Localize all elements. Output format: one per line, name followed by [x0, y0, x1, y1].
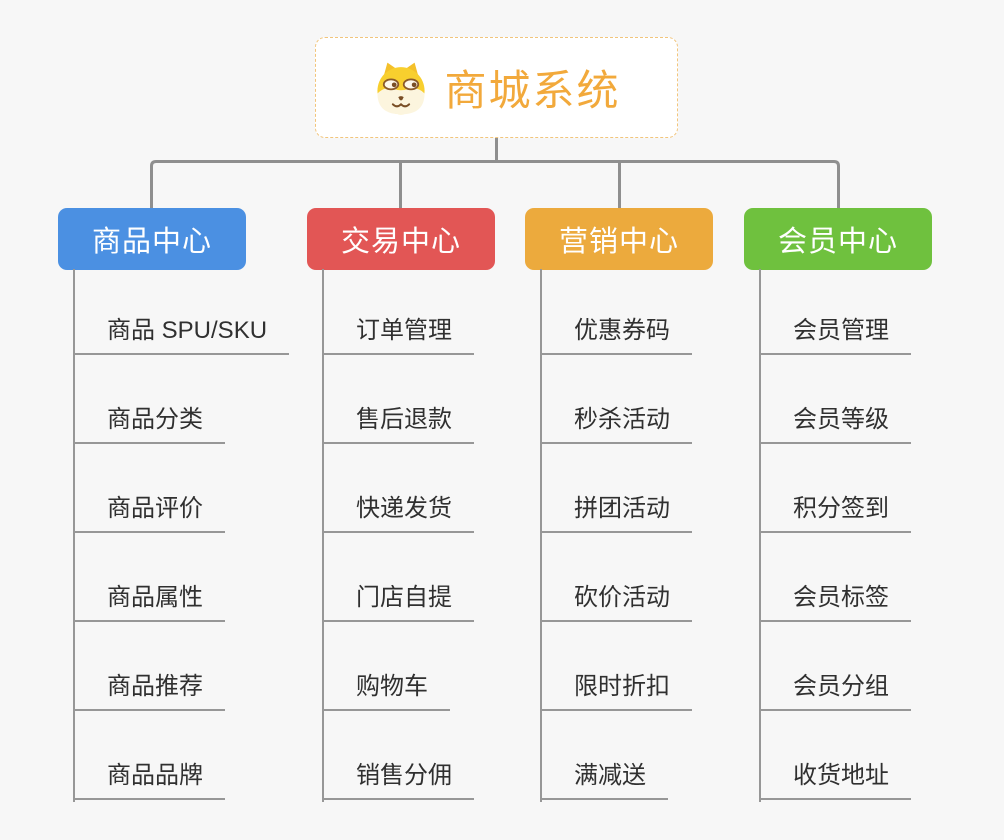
node-item[interactable]: 售后退款: [322, 398, 474, 444]
branch-header-marketing-center[interactable]: 营销中心: [525, 208, 713, 270]
node-item[interactable]: 门店自提: [322, 576, 474, 622]
node-item[interactable]: 积分签到: [759, 487, 911, 533]
branch-header-member-center[interactable]: 会员中心: [744, 208, 932, 270]
node-item[interactable]: 商品分类: [73, 398, 225, 444]
node-item[interactable]: 商品品牌: [73, 754, 225, 800]
branch-trunk-line: [322, 269, 324, 802]
node-item[interactable]: 快递发货: [322, 487, 474, 533]
node-item[interactable]: 销售分佣: [322, 754, 474, 800]
root-label: 商城系统: [444, 67, 621, 114]
branch-trunk-line: [759, 269, 761, 802]
node-item[interactable]: 会员等级: [759, 398, 911, 444]
node-item[interactable]: 商品属性: [73, 576, 225, 622]
node-item[interactable]: 商品评价: [73, 487, 225, 533]
node-item[interactable]: 优惠券码: [540, 309, 692, 355]
branch-header-trade-center[interactable]: 交易中心: [307, 208, 495, 270]
node-item[interactable]: 会员标签: [759, 576, 911, 622]
branch-trunk-line: [73, 269, 75, 802]
node-item[interactable]: 购物车: [322, 665, 450, 711]
branch-header-product-center[interactable]: 商品中心: [58, 208, 246, 270]
node-item[interactable]: 砍价活动: [540, 576, 692, 622]
root-node[interactable]: 商城系统: [315, 37, 678, 138]
node-item[interactable]: 满减送: [540, 754, 668, 800]
doge-icon: [377, 62, 426, 114]
node-item[interactable]: 订单管理: [322, 309, 474, 355]
node-item[interactable]: 商品推荐: [73, 665, 225, 711]
node-item[interactable]: 会员分组: [759, 665, 911, 711]
node-item[interactable]: 限时折扣: [540, 665, 692, 711]
branch-trunk-line: [540, 269, 542, 802]
node-item[interactable]: 商品 SPU/SKU: [73, 309, 290, 355]
node-item[interactable]: 秒杀活动: [540, 398, 692, 444]
node-item[interactable]: 拼团活动: [540, 487, 692, 533]
node-item[interactable]: 会员管理: [759, 309, 911, 355]
node-item[interactable]: 收货地址: [759, 754, 911, 800]
